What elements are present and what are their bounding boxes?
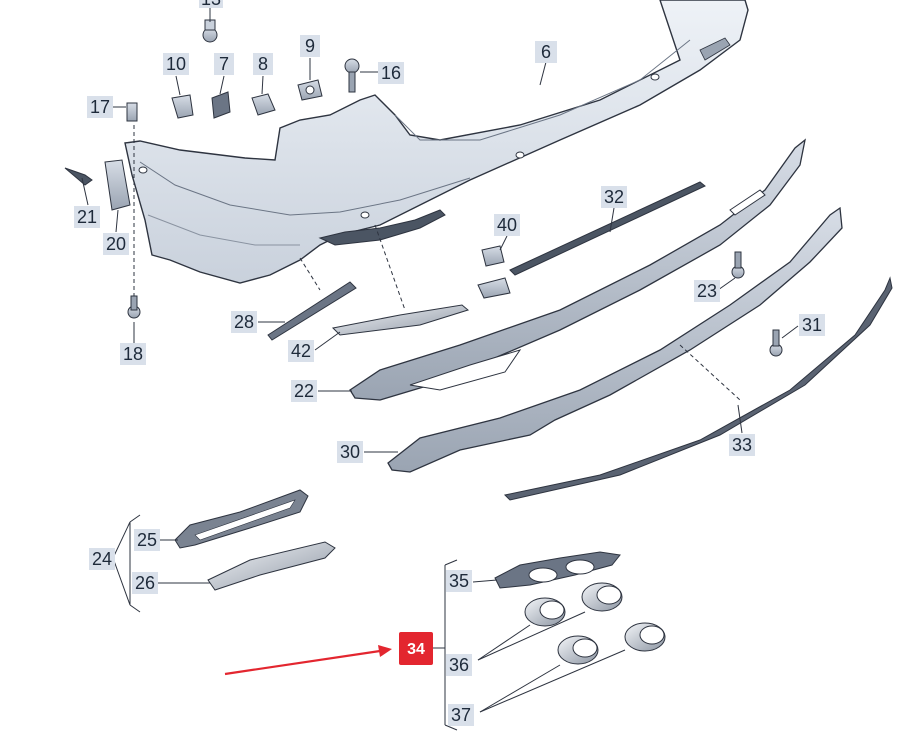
diffuser-part-22 — [349, 138, 806, 401]
chrome-strip-part-42 — [331, 304, 470, 336]
svg-text:23: 23 — [697, 281, 717, 301]
svg-text:8: 8 — [258, 54, 268, 74]
callout-37: 37 — [448, 704, 474, 726]
svg-text:26: 26 — [135, 573, 155, 593]
callout-9: 9 — [300, 35, 320, 57]
dashed-leader — [299, 257, 321, 291]
svg-text:33: 33 — [732, 435, 752, 455]
callout-labels: 13 10 7 8 9 16 6 17 21 20 18 28 42 32 40… — [74, 0, 825, 726]
svg-text:9: 9 — [305, 36, 315, 56]
svg-text:16: 16 — [381, 63, 401, 83]
svg-text:21: 21 — [77, 207, 97, 227]
svg-text:32: 32 — [604, 187, 624, 207]
callout-6: 6 — [535, 41, 557, 63]
svg-text:17: 17 — [90, 97, 110, 117]
lower-valance-part-30 — [387, 206, 843, 473]
screw-part-16 — [344, 58, 360, 93]
dashed-leader — [374, 224, 406, 311]
exhaust-tip-part-36b — [581, 582, 623, 612]
svg-text:37: 37 — [451, 705, 471, 725]
callout-24: 24 — [89, 548, 115, 570]
svg-text:13: 13 — [201, 0, 221, 9]
svg-text:22: 22 — [294, 381, 314, 401]
callout-18: 18 — [120, 343, 146, 365]
callout-21: 21 — [74, 206, 100, 228]
dashed-leader — [679, 344, 741, 401]
callout-31: 31 — [799, 314, 825, 336]
bracket-part-8 — [251, 93, 276, 116]
callout-32: 32 — [601, 186, 627, 208]
nut-part-9 — [297, 79, 323, 101]
svg-text:6: 6 — [541, 42, 551, 62]
svg-text:42: 42 — [291, 341, 311, 361]
screw-part-31 — [769, 329, 783, 357]
callout-30: 30 — [337, 441, 363, 463]
callout-7: 7 — [214, 53, 234, 75]
callout-10: 10 — [163, 53, 189, 75]
svg-text:24: 24 — [92, 549, 112, 569]
svg-text:28: 28 — [234, 312, 254, 332]
svg-text:36: 36 — [449, 655, 469, 675]
screw-part-18 — [127, 295, 141, 319]
callout-26: 26 — [132, 572, 158, 594]
sensor-part-40 — [477, 245, 511, 299]
callout-35: 35 — [446, 570, 472, 592]
bumper-cover-part — [124, 0, 749, 284]
svg-text:34: 34 — [407, 641, 425, 658]
exhaust-tip-part-37b — [624, 622, 666, 652]
svg-text:18: 18 — [123, 344, 143, 364]
svg-text:10: 10 — [166, 54, 186, 74]
lower-strip-part-33 — [503, 276, 893, 501]
callout-22: 22 — [291, 380, 317, 402]
svg-text:35: 35 — [449, 571, 469, 591]
callout-8: 8 — [253, 53, 273, 75]
svg-text:7: 7 — [219, 54, 229, 74]
exhaust-tip-part-37a — [557, 635, 599, 665]
callout-40: 40 — [494, 214, 520, 236]
callout-17: 17 — [87, 96, 113, 118]
callout-25: 25 — [134, 529, 160, 551]
svg-text:25: 25 — [137, 530, 157, 550]
bracket-part-20 — [104, 159, 131, 211]
exhaust-tip-part-36a — [524, 597, 566, 627]
rivet-part-21 — [64, 167, 93, 186]
callout-33: 33 — [729, 434, 755, 456]
bracket-part-7 — [211, 91, 231, 119]
callout-34-highlight: 34 — [399, 632, 433, 665]
callout-20: 20 — [103, 233, 129, 255]
svg-text:30: 30 — [340, 442, 360, 462]
trim-strip-part-32 — [509, 181, 706, 276]
trim-part-26 — [207, 541, 336, 591]
grille-part-25 — [174, 489, 309, 549]
callout-23: 23 — [694, 280, 720, 302]
screw-part-23 — [731, 251, 745, 279]
callout-28: 28 — [231, 311, 257, 333]
callout-36: 36 — [446, 654, 472, 676]
svg-text:31: 31 — [802, 315, 822, 335]
clip-part-13 — [202, 19, 218, 43]
exhaust-surround-part-35 — [494, 551, 621, 589]
callout-16: 16 — [378, 62, 404, 84]
callout-42: 42 — [288, 340, 314, 362]
red-arrow — [224, 645, 392, 676]
svg-text:20: 20 — [106, 234, 126, 254]
trim-strip-part-28 — [267, 281, 357, 341]
pin-part-17 — [126, 102, 138, 122]
svg-text:40: 40 — [497, 215, 517, 235]
leader-lines — [81, 8, 799, 731]
bracket-part-10 — [171, 94, 194, 119]
callout-13: 13 — [199, 0, 223, 9]
